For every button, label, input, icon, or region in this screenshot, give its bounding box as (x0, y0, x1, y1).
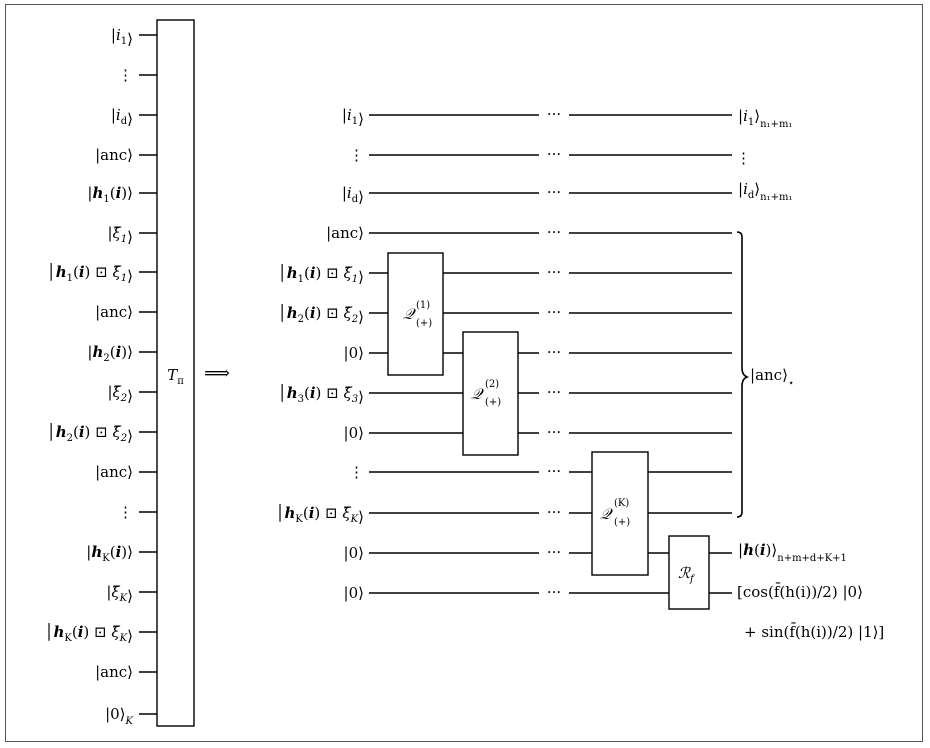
left-input-label: |anc⟩ (95, 303, 133, 321)
left-input-label: |hK(i)⟩ (86, 543, 133, 564)
right-input-label: |id⟩ (342, 184, 364, 206)
left-input-label: ⋮ (118, 503, 133, 521)
right-input-label: │h2(i) ⊡ ξ̄2⟩ (278, 303, 364, 326)
dots-gap (539, 349, 569, 357)
dots-gap (539, 589, 569, 597)
q2-gate-box (462, 331, 519, 456)
permutation-gate-box (156, 19, 195, 727)
dots: ··· (547, 105, 561, 123)
left-input-label: │h1(i) ⊡ ξ̄1⟩ (47, 262, 133, 285)
right-input-label: |0⟩ (344, 424, 364, 442)
right-input-label: |i1⟩ (342, 106, 364, 128)
left-input-label: |h2(i)⟩ (87, 343, 133, 364)
right-input-label: |0⟩ (344, 344, 364, 362)
implies-arrow: ⟹ (204, 363, 230, 384)
left-input-label: |ξ̄1⟩ (107, 224, 133, 246)
ancilla-brace (736, 231, 750, 518)
left-input-label: ⋮ (118, 66, 133, 84)
left-input-label: │h2(i) ⊡ ξ̄2⟩ (47, 422, 133, 445)
left-input-label: |h1(i)⟩ (87, 184, 133, 205)
dots: ··· (547, 503, 561, 521)
output-h: |h(i)⟩n+m+d+K+1 (738, 541, 847, 564)
qk-gate-label: 𝒬 (600, 505, 613, 523)
left-input-label: |anc⟩ (95, 146, 133, 164)
left-input-labels: |i1⟩ ⋮ |id⟩ |anc⟩ |h1(i)⟩ |ξ̄1⟩ │h1(i) ⊡ ξ̄1⟩ |… (44, 26, 133, 727)
rotation-gate-label: ℛf (678, 564, 696, 585)
q1-gate-box (387, 252, 444, 376)
dots: ··· (547, 543, 561, 561)
figure-frame (5, 4, 923, 742)
dots: ··· (547, 303, 561, 321)
left-input-label: │hK(i) ⊡ ξ̄K⟩ (44, 622, 133, 645)
left-input-label: |anc⟩ (95, 663, 133, 681)
qk-gate-sup: (K) (614, 498, 629, 509)
q1-gate-sup: (1) (416, 300, 430, 311)
left-input-label: |id⟩ (111, 106, 133, 128)
permutation-gate-label: Tπ (167, 366, 184, 387)
dots: ··· (547, 383, 561, 401)
q1-gate-sub: (+) (416, 318, 432, 329)
dots-gap (539, 509, 569, 517)
left-input-label: |anc⟩ (95, 463, 133, 481)
left-wires (139, 34, 157, 715)
output-rotation-line2: + sin(f̄(h(i))/2) |1⟩] (744, 623, 884, 641)
right-input-label: │hK(i) ⊡ ξ̄K⟩ (275, 503, 364, 526)
output-anc-star: |anc⟩⋆ (750, 366, 794, 389)
dots-gap (539, 111, 569, 119)
dots: ··· (547, 263, 561, 281)
dots-gap (539, 549, 569, 557)
dots-gap (539, 468, 569, 476)
dots: ··· (547, 183, 561, 201)
dots-gap (539, 309, 569, 317)
dots-gap (539, 189, 569, 197)
dots: ··· (547, 223, 561, 241)
dots-gap (539, 429, 569, 437)
right-input-label: |0⟩ (344, 544, 364, 562)
dots-gap (539, 151, 569, 159)
right-input-labels: |i1⟩ ⋮ |id⟩ |anc⟩ │h1(i) ⊡ ξ̄1⟩ │h2(i) ⊡ ξ̄2⟩… (275, 106, 364, 602)
left-input-label: |ξ̄K⟩ (106, 583, 133, 605)
output-i1: |i1⟩n₁+m₁ (738, 107, 792, 130)
dots-gap (539, 229, 569, 237)
right-input-label: │h1(i) ⊡ ξ̄1⟩ (278, 263, 364, 286)
right-input-label: ⋮ (349, 463, 364, 481)
q1-gate-label: 𝒬 (403, 305, 416, 323)
left-input-label: |0⟩K (105, 705, 133, 727)
dots: ··· (547, 423, 561, 441)
left-input-label: |i1⟩ (111, 26, 133, 48)
right-input-label: ⋮ (349, 146, 364, 164)
dots: ··· (547, 145, 561, 163)
dots: ··· (547, 583, 561, 601)
right-input-label: |anc⟩ (326, 224, 364, 242)
output-id: |id⟩n₁+m₁ (738, 180, 792, 203)
right-input-label: │h3(i) ⊡ ξ̄3⟩ (278, 383, 364, 406)
output-rotation-line1: [cos(f̄(h(i))/2) |0⟩ (737, 583, 863, 601)
output-vdots: ⋮ (736, 149, 751, 167)
dots: ··· (547, 462, 561, 480)
rotation-gate-box (668, 535, 710, 610)
q2-gate-sup: (2) (485, 379, 499, 390)
right-input-label: |0⟩ (344, 584, 364, 602)
continuation-dots: ··· ··· ··· ··· ··· ··· ··· ··· ··· ··· ··· ··· ··· (539, 105, 569, 601)
dots-gap (539, 269, 569, 277)
q2-gate-label: 𝒬 (471, 385, 484, 403)
dots-gap (539, 389, 569, 397)
q2-gate-sub: (+) (485, 397, 501, 408)
dots: ··· (547, 343, 561, 361)
left-input-label: |ξ̄2⟩ (107, 383, 133, 405)
qk-gate-sub: (+) (614, 517, 630, 528)
qk-gate-box (591, 451, 649, 576)
